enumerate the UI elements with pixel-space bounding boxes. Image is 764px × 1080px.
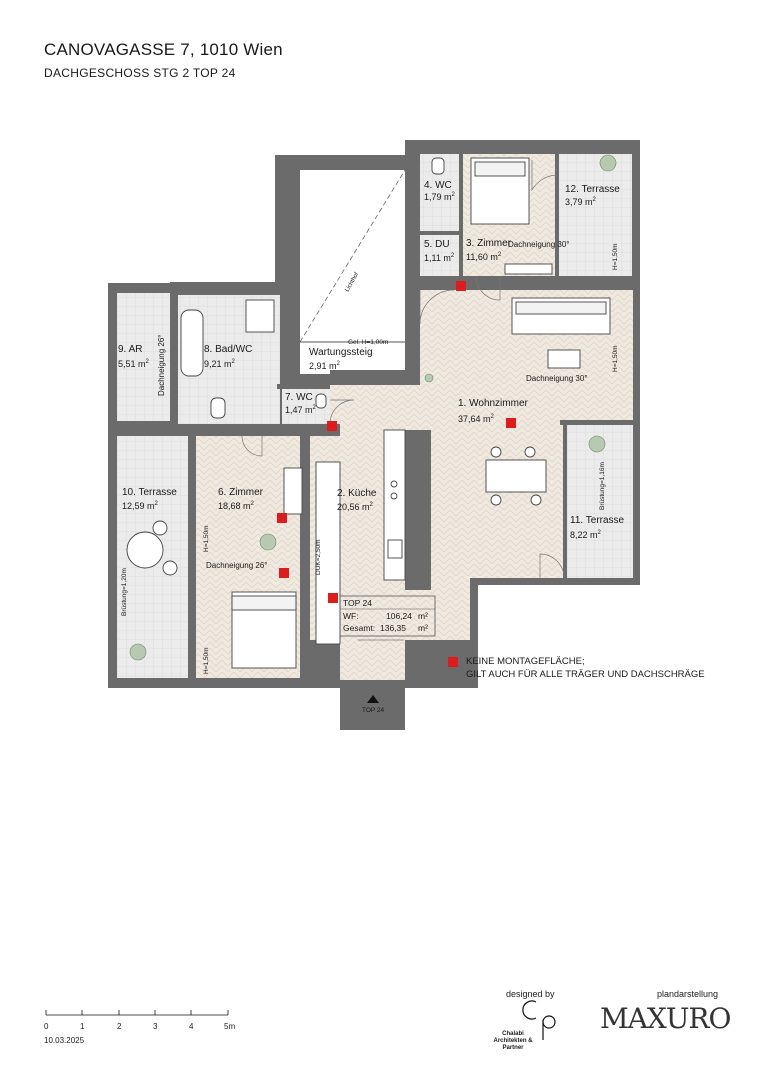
entrance-floor	[340, 640, 405, 680]
plandarstellung-label: plandarstellung	[657, 989, 719, 999]
room-3-area: 11,60 m2	[466, 252, 502, 262]
room-9-area: 5,51 m2	[118, 359, 150, 369]
entrance-label: TOP 24	[362, 707, 385, 714]
bathtub	[180, 309, 204, 377]
maxuro-logo: MAXURO	[600, 1002, 731, 1035]
room-6-area: 18,68 m2	[218, 501, 255, 511]
summary-wf-label: WF:	[343, 611, 359, 621]
room-6-label: 6. Zimmer	[218, 487, 264, 498]
summary-gesamt-unit: m²	[418, 623, 428, 633]
chalabi-logo	[522, 1000, 556, 1040]
room-2-area: 20,56 m2	[337, 502, 374, 512]
room-9-label: 9. AR	[118, 344, 142, 355]
h150-wohnzimmer: H=1,50m	[612, 345, 619, 372]
dining-table	[485, 459, 547, 493]
dachneigung-30-zimmer3: Dachneigung 30°	[508, 240, 569, 249]
dachneigung-26-zimmer6: Dachneigung 26°	[206, 561, 267, 570]
marker	[506, 418, 516, 428]
plan-title: CANOVAGASSE 7, 1010 Wien	[44, 40, 283, 59]
marker	[456, 281, 466, 291]
dachneigung-30-wohnzimmer: Dachneigung 30°	[526, 374, 587, 383]
scale-bar	[45, 1010, 229, 1016]
room-8-label: 8. Bad/WC	[204, 344, 252, 355]
brustung-116: Brüstung=1,16m	[599, 462, 606, 510]
plan-subtitle: DACHGESCHOSS STG 2 TOP 24	[44, 66, 236, 80]
wardrobe-zimmer-3	[504, 263, 553, 275]
room-12-label: 12. Terrasse	[565, 184, 620, 195]
wardrobe-zimmer-6	[283, 467, 303, 515]
room-4-label: 4. WC	[424, 180, 452, 191]
h150-zimmer3: H=1,50m	[612, 243, 619, 270]
scale-tick-label: 4	[189, 1022, 194, 1031]
legend-line-2: GILT AUCH FÜR ALLE TRÄGER UND DACHSCHRÄG…	[466, 669, 705, 680]
scale-tick-label: 3	[153, 1022, 158, 1031]
bath-sink	[245, 299, 275, 333]
designed-by-label: designed by	[506, 989, 555, 999]
legend-text: KEINE MONTAGEFLÄCHE; GILT AUCH FÜR ALLE …	[466, 655, 705, 681]
inner-walls	[108, 154, 633, 680]
room-5-label: 5. DU	[424, 239, 450, 250]
summary-wf-unit: m²	[418, 611, 428, 621]
room-2-label: 2. Küche	[337, 488, 377, 499]
marker	[277, 513, 287, 523]
du-5-floor	[420, 234, 462, 276]
dachneigung-26-ar: Dachneigung 26°	[157, 335, 166, 396]
furniture	[126, 157, 611, 669]
h150-zimmer6: H=1,50m	[203, 525, 210, 552]
room-8-area: 9,21 m2	[204, 359, 236, 369]
marker	[328, 593, 338, 603]
summary-gesamt-label: Gesamt:	[343, 623, 375, 633]
brustung-120: Brüstung=1,20m	[121, 568, 128, 616]
doors	[241, 160, 565, 641]
room-5-area: 1,11 m2	[424, 253, 455, 263]
wartungssteig-area: 2,91 m2	[309, 361, 341, 371]
legend-marker	[448, 657, 458, 667]
duk-label: DUK=2,50m	[315, 539, 322, 575]
no-mount-markers	[277, 281, 516, 603]
architect-name: Chalabi Architekten & Partner	[493, 1031, 533, 1051]
summary-top: TOP 24	[343, 598, 372, 608]
legend-line-1: KEINE MONTAGEFLÄCHE;	[466, 656, 585, 667]
terrace-12-floor	[558, 154, 632, 276]
summary-wf-value: 106,24	[386, 611, 412, 621]
wc-7-toilet	[315, 393, 327, 409]
room-12-area: 3,79 m2	[565, 197, 597, 207]
room-10-area: 12,59 m2	[122, 501, 159, 511]
room-7-label: 7. WC	[285, 392, 313, 403]
marker	[327, 421, 337, 431]
scale-tick-label: 1	[80, 1022, 85, 1031]
marker	[279, 568, 289, 578]
room-1-area: 37,64 m2	[458, 414, 495, 424]
room-labels: 1. Wohnzimmer 37,64 m2 2. Küche 20,56 m2…	[118, 180, 625, 540]
ar-floor	[117, 293, 173, 421]
h150-terrace10: H=1,50m	[203, 647, 210, 674]
coffee-table	[547, 349, 581, 369]
wartungssteig-floor	[300, 342, 405, 374]
room-1-label: 1. Wohnzimmer	[458, 398, 529, 409]
summary-gesamt-value: 136,35	[380, 623, 406, 633]
room-3-label: 3. Zimmer	[466, 238, 512, 249]
bath-wc	[210, 397, 226, 419]
scale-tick-label: 2	[117, 1022, 122, 1031]
gel-label: Gel. H=1,00m	[348, 339, 388, 346]
kitchen-sink	[387, 539, 403, 559]
plants	[129, 154, 617, 661]
room-7-area: 1,47 m2	[285, 405, 317, 415]
room-4-area: 1,79 m2	[424, 192, 456, 202]
wc-4-toilet	[431, 157, 445, 175]
area-summary: TOP 24 WF: 106,24 m² Gesamt: 136,35 m²	[339, 595, 436, 637]
room-10-label: 10. Terrasse	[122, 487, 177, 498]
room-11-label: 11. Terrasse	[570, 515, 625, 526]
kitchen-island	[315, 461, 341, 645]
room-11-area: 8,22 m2	[570, 530, 602, 540]
wartungssteig-label: Wartungssteig	[309, 347, 373, 358]
terrace-table	[126, 531, 164, 569]
scale-tick-label: 0	[44, 1022, 49, 1031]
scale-tick-label: 5m	[224, 1022, 236, 1031]
plan-date: 10.03.2025	[44, 1036, 85, 1045]
entrance-arrow	[367, 695, 379, 703]
